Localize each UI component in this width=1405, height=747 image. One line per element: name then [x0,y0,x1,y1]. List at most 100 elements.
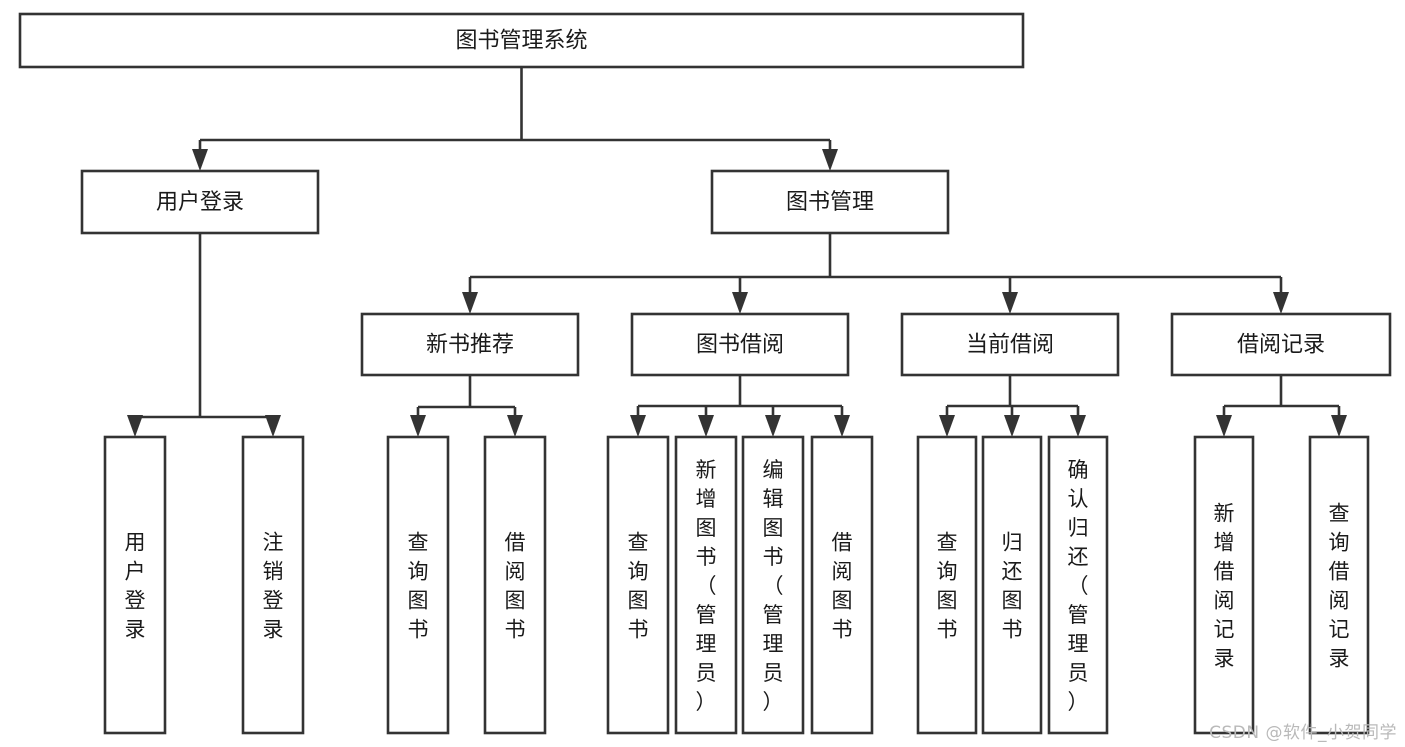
node-label-char: （ [1068,574,1089,598]
nodes-layer: 图书管理系统用户登录图书管理新书推荐图书借阅当前借阅借阅记录用户登录注销登录查询… [18,12,1392,735]
node-l1-1[interactable]: 用户登录 [80,169,320,235]
node-label: 新书推荐 [426,333,514,358]
node-label-char: 录 [263,618,284,642]
node-label-char: 理 [696,632,717,656]
node-label-char: 录 [1214,647,1235,671]
node-label-char: 查 [628,531,649,555]
node-label-char: 辑 [763,487,784,511]
node-label-char: 书 [628,618,649,642]
node-label-char: 书 [408,618,429,642]
arrow-head-icon [192,149,208,171]
node-label-char: 销 [263,560,284,584]
node-leaf-1[interactable]: 用户登录 [103,435,167,735]
node-label-char: 员 [763,661,784,685]
node-label: 当前借阅 [966,333,1054,358]
node-label-char: 书 [696,545,717,569]
node-label-char: 询 [937,560,958,584]
node-label: 用户登录 [156,190,244,215]
node-box [241,435,305,735]
arrow-head-icon [462,292,478,314]
node-label-char: 用 [125,531,146,555]
node-label-char: 户 [125,560,146,584]
node-label-char: 归 [1002,531,1023,555]
node-label-char: 书 [1002,618,1023,642]
node-l2-3[interactable]: 当前借阅 [900,312,1120,377]
node-label-char: 新 [1214,502,1235,526]
edges-layer [127,67,1347,437]
node-label-char: 录 [125,618,146,642]
node-label: 图书借阅 [696,333,784,358]
node-label-char: 归 [1068,516,1089,540]
node-label-char: 查 [937,531,958,555]
arrow-head-icon [265,415,281,437]
arrow-head-icon [127,415,143,437]
node-box [18,12,1025,69]
node-l1-2[interactable]: 图书管理 [710,169,950,235]
node-label-char: 阅 [505,560,526,584]
node-box [981,435,1043,735]
node-label-char: ） [763,690,784,714]
node-root[interactable]: 图书管理系统 [18,12,1025,69]
node-label-char: 登 [263,589,284,613]
node-label-char: 管 [696,603,717,627]
node-label-char: 借 [505,531,526,555]
arrow-head-icon [1002,292,1018,314]
node-label-char: 借 [1329,560,1350,584]
node-label-char: 查 [408,531,429,555]
node-label-char: 编 [763,458,784,482]
node-box [741,435,805,735]
node-box [1193,435,1255,735]
arrow-head-icon [732,292,748,314]
node-label-char: 图 [937,589,958,613]
arrow-head-icon [1273,292,1289,314]
node-label-char: 书 [832,618,853,642]
node-box [606,435,670,735]
node-l2-2[interactable]: 图书借阅 [630,312,850,377]
node-box [1170,312,1392,377]
node-label-char: 登 [125,589,146,613]
node-label-char: 书 [763,545,784,569]
node-box [483,435,547,735]
node-label-char: 阅 [832,560,853,584]
node-box [916,435,978,735]
arrow-head-icon [765,415,781,437]
node-label: 借阅记录 [1237,333,1325,358]
node-box [1308,435,1370,735]
node-label-char: 员 [696,661,717,685]
arrow-head-icon [834,415,850,437]
node-label-char: （ [696,574,717,598]
node-label-char: 图 [763,516,784,540]
arrow-head-icon [822,149,838,171]
arrow-head-icon [630,415,646,437]
arrow-head-icon [1216,415,1232,437]
node-label-char: 认 [1068,487,1089,511]
node-box [80,169,320,235]
node-box [1047,435,1109,735]
arrow-head-icon [1004,415,1020,437]
node-label-char: 借 [832,531,853,555]
node-box [810,435,874,735]
node-label-char: 书 [937,618,958,642]
node-l2-1[interactable]: 新书推荐 [360,312,580,377]
node-label-char: 图 [505,589,526,613]
node-box [900,312,1120,377]
node-box [710,169,950,235]
node-label: 图书管理 [786,190,874,215]
arrow-head-icon [507,415,523,437]
node-label-char: 阅 [1214,589,1235,613]
node-label-char: 询 [628,560,649,584]
node-l2-4[interactable]: 借阅记录 [1170,312,1392,377]
